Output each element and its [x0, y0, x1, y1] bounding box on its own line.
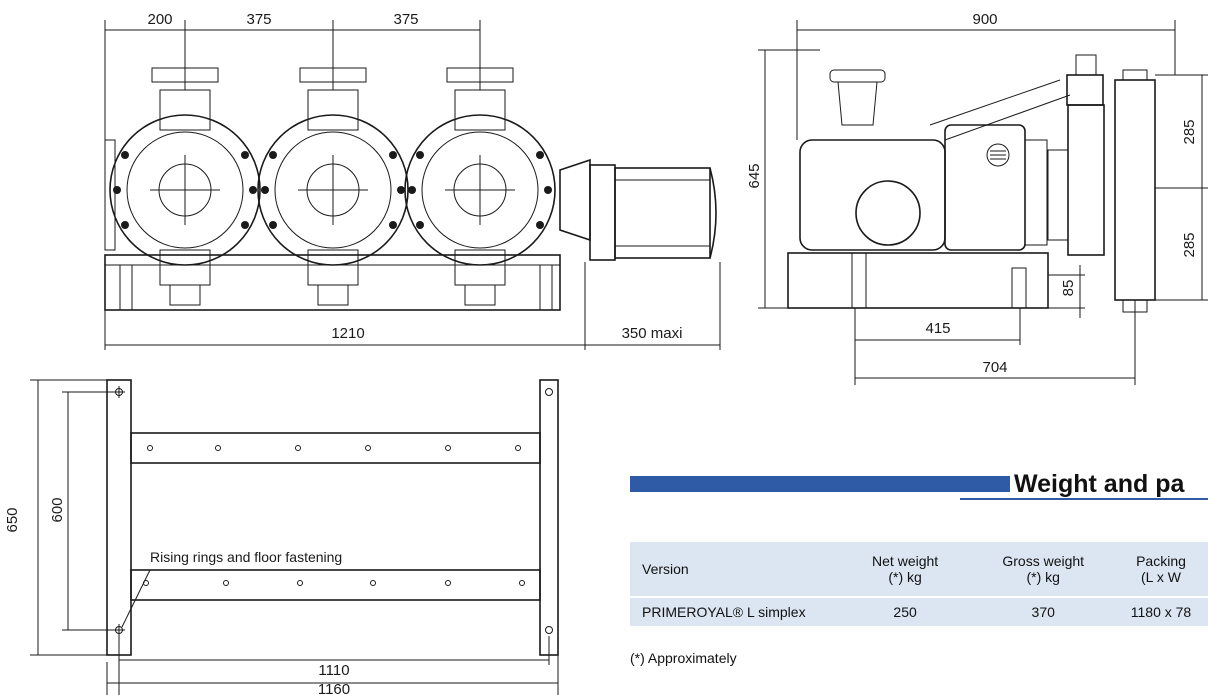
section-title: Weight and pa	[1014, 470, 1185, 498]
col-packing: Packing(L x W	[1113, 542, 1208, 596]
col-version-label: Version	[642, 561, 689, 577]
table-row: PRIMEROYAL® L simplex 250 370 1180 x 78	[630, 598, 1208, 626]
motor	[559, 158, 717, 261]
front-dim-375-a: 375	[246, 11, 271, 28]
heading-underline	[960, 498, 1208, 500]
col-net-weight: Net weight(*) kg	[837, 542, 973, 596]
pump-head-3	[404, 67, 556, 306]
plan-dim-600: 600	[49, 497, 66, 522]
plan-dim-1110: 1110	[318, 662, 349, 679]
cell-gross-weight: 370	[972, 598, 1114, 626]
side-dim-85: 85	[1060, 280, 1077, 297]
side-dim-704: 704	[982, 359, 1007, 376]
table-header-row: Version Net weight(*) kg Gross weight(*)…	[630, 542, 1208, 596]
weight-table: Version Net weight(*) kg Gross weight(*)…	[630, 540, 1208, 628]
plan-dim-1160: 1160	[318, 681, 350, 695]
col-net-weight-line1: Net weight	[872, 553, 939, 569]
plan-dim-650: 650	[4, 507, 21, 532]
side-view-drawing	[758, 20, 1208, 385]
heading-accent-bar	[630, 476, 1010, 492]
front-view-drawing	[104, 20, 721, 350]
pump-head-2	[257, 67, 409, 306]
front-dim-375-b: 375	[393, 11, 418, 28]
side-dim-645: 645	[746, 163, 763, 188]
side-dim-415: 415	[925, 320, 950, 337]
col-gross-weight-line1: Gross weight	[1002, 553, 1085, 569]
side-dim-900: 900	[972, 11, 997, 28]
side-dim-285-bottom: 285	[1181, 232, 1198, 257]
section-heading: Weight and pa	[630, 470, 1208, 500]
front-dim-350-maxi: 350 maxi	[622, 325, 683, 342]
base-plan-drawing	[30, 379, 559, 695]
col-packing-line2: (L x W	[1141, 569, 1181, 585]
col-gross-weight: Gross weight(*) kg	[972, 542, 1114, 596]
front-dim-200: 200	[147, 11, 172, 28]
pump-head-1	[109, 67, 261, 306]
col-net-weight-line2: (*) kg	[888, 569, 922, 585]
cell-version: PRIMEROYAL® L simplex	[630, 598, 838, 626]
col-gross-weight-line2: (*) kg	[1026, 569, 1060, 585]
footnote: (*) Approximately	[630, 650, 737, 666]
side-dim-285-top: 285	[1181, 119, 1198, 144]
col-version: Version	[630, 542, 838, 596]
front-dim-1210: 1210	[331, 325, 364, 342]
cell-net-weight: 250	[837, 598, 973, 626]
plan-callout-rising-rings: Rising rings and floor fastening	[150, 549, 342, 565]
flange-bolts	[113, 151, 552, 229]
cell-packing: 1180 x 78	[1113, 598, 1208, 626]
col-packing-line1: Packing	[1136, 553, 1186, 569]
